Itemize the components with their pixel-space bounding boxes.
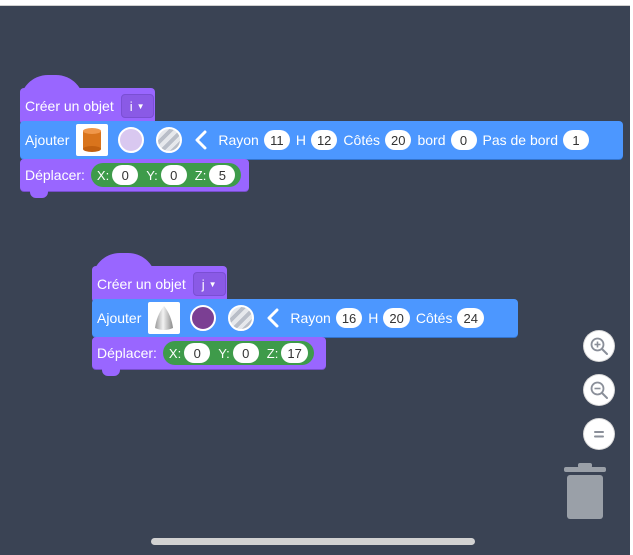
variable-name: i [129, 98, 133, 114]
x-value[interactable]: 0 [184, 343, 211, 363]
variable-dropdown[interactable]: j ▼ [192, 272, 226, 296]
striped-texture-icon[interactable] [228, 305, 255, 331]
right-border [630, 0, 633, 555]
variable-name: j [201, 276, 205, 292]
x-label: X: [168, 345, 182, 361]
move-block-j[interactable]: Déplacer: X: 0 Y: 0 Z: 17 [92, 337, 326, 376]
shape-selector[interactable] [148, 302, 181, 334]
move-block-i[interactable]: Déplacer: X: 0 Y: 0 Z: 5 [20, 159, 249, 198]
param-label-rayon: Rayon [290, 310, 331, 326]
striped-texture-icon[interactable] [156, 127, 183, 153]
blocks-workspace[interactable]: Créer un objet i ▼ Ajouter Rayon 11 H 12… [0, 6, 630, 555]
color-picker[interactable] [190, 305, 217, 331]
x-label: X: [96, 167, 110, 183]
y-value[interactable]: 0 [232, 343, 259, 363]
position-inputs: X: 0 Y: 0 Z: 17 [162, 341, 314, 365]
shape-selector[interactable] [76, 124, 109, 156]
cylinder-icon [83, 128, 102, 152]
add-label: Ajouter [25, 132, 70, 148]
reset-zoom-button[interactable] [584, 419, 614, 449]
param-value-rayon[interactable]: 16 [335, 308, 363, 328]
param-value-h[interactable]: 20 [383, 308, 410, 328]
create-object-label: Créer un objet [97, 276, 186, 292]
reset-zoom-icon [594, 431, 604, 438]
param-label-bord: bord [417, 132, 446, 148]
param-label-h: H [368, 310, 379, 326]
move-label: Déplacer: [25, 167, 85, 183]
z-label: Z: [194, 167, 207, 183]
zoom-in-button[interactable] [584, 331, 614, 361]
create-object-block-i[interactable]: Créer un objet i ▼ [20, 75, 155, 124]
zoom-out-button[interactable] [584, 375, 614, 405]
param-value-cotes[interactable]: 24 [457, 308, 484, 328]
trash-icon [564, 463, 606, 519]
param-label-pas-de-bord: Pas de bord [482, 132, 559, 148]
zoom-in-icon [590, 337, 608, 355]
param-value-h[interactable]: 12 [310, 130, 338, 150]
param-label-rayon: Rayon [218, 132, 259, 148]
add-shape-block-j[interactable]: Ajouter Rayon 16 H 20 Côtés 24 [92, 299, 518, 337]
collapse-chevron-icon[interactable] [194, 130, 212, 150]
horizontal-scrollbar[interactable] [151, 538, 475, 545]
z-value[interactable]: 17 [281, 343, 308, 363]
create-object-label: Créer un objet [25, 98, 114, 114]
move-label: Déplacer: [97, 345, 157, 361]
y-label: Y: [218, 345, 230, 361]
trash-can[interactable] [564, 463, 606, 521]
x-value[interactable]: 0 [112, 165, 139, 185]
z-label: Z: [266, 345, 279, 361]
y-value[interactable]: 0 [160, 165, 187, 185]
param-value-rayon[interactable]: 11 [263, 130, 290, 150]
cone-icon [155, 306, 174, 330]
y-label: Y: [146, 167, 158, 183]
color-picker[interactable] [118, 127, 145, 153]
z-value[interactable]: 5 [209, 165, 236, 185]
param-value-bord[interactable]: 0 [450, 130, 477, 150]
chevron-down-icon: ▼ [208, 279, 217, 289]
param-value-pas-de-bord[interactable]: 1 [563, 130, 589, 150]
add-label: Ajouter [97, 310, 142, 326]
param-label-cotes: Côtés [343, 132, 380, 148]
add-shape-block-i[interactable]: Ajouter Rayon 11 H 12 Côtés 20 bord 0 Pa… [20, 121, 623, 159]
block-tab [30, 190, 48, 198]
param-value-cotes[interactable]: 20 [385, 130, 412, 150]
variable-dropdown[interactable]: i ▼ [120, 94, 154, 118]
chevron-down-icon: ▼ [136, 101, 145, 111]
position-inputs: X: 0 Y: 0 Z: 5 [90, 163, 242, 187]
zoom-out-icon [590, 381, 608, 399]
block-tab [102, 368, 120, 376]
create-object-block-j[interactable]: Créer un objet j ▼ [92, 253, 227, 302]
param-label-cotes: Côtés [415, 310, 453, 326]
param-label-h: H [295, 132, 306, 148]
top-border [0, 0, 633, 6]
collapse-chevron-icon[interactable] [266, 308, 284, 328]
